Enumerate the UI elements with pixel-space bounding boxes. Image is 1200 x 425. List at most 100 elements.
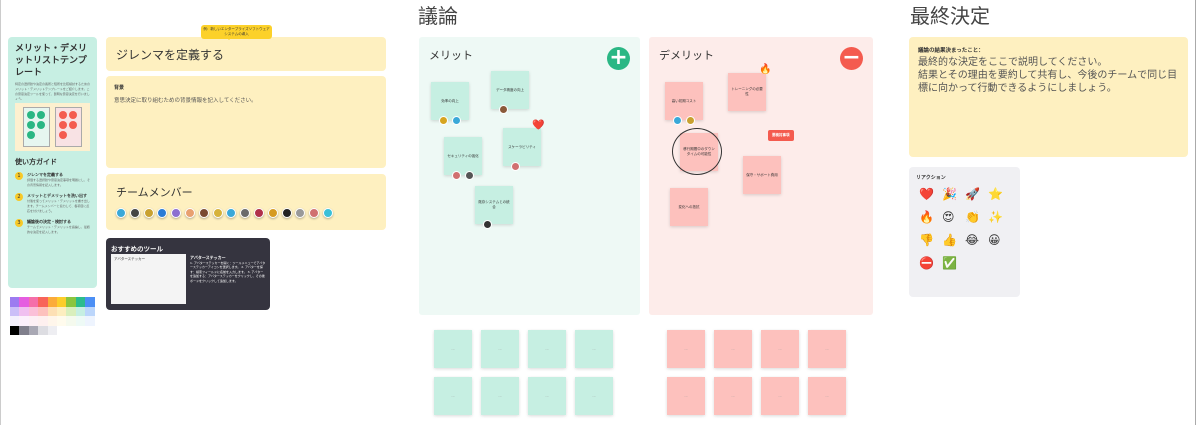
final-decision-card[interactable]: 議論の結果決まったこと：最終的な決定をここで説明してください。 結果とその理由を…	[909, 37, 1188, 157]
blank-sticky-note[interactable]: ...	[575, 330, 613, 368]
color-swatch[interactable]	[47, 316, 57, 326]
blank-sticky-note[interactable]: ...	[667, 330, 705, 368]
color-swatch[interactable]	[66, 316, 76, 326]
color-swatch[interactable]	[28, 316, 39, 326]
color-swatch[interactable]	[38, 325, 48, 335]
team-avatar[interactable]	[198, 208, 209, 218]
final-text[interactable]: 最終的な決定をここで説明してください。 結果とその理由を要約して共有し、今後のチ…	[918, 57, 1178, 94]
color-swatch[interactable]	[28, 297, 39, 307]
color-swatch[interactable]	[10, 297, 20, 307]
blank-sticky-note[interactable]: ...	[761, 330, 799, 368]
note-avatars	[499, 105, 508, 114]
demerit-sticky-note[interactable]: 保守・サポート費用	[743, 156, 781, 194]
team-avatar[interactable]	[322, 208, 333, 218]
reaction-emoji[interactable]: 👍	[942, 233, 957, 247]
reaction-emoji[interactable]: 🚀	[965, 187, 980, 201]
team-avatar[interactable]	[309, 208, 320, 218]
note-text: 高い初期コスト	[671, 98, 697, 103]
team-avatar[interactable]	[226, 208, 237, 218]
demerit-sticky-note[interactable]: トレーニングの必要性	[728, 73, 766, 111]
reactions-title: リアクション	[916, 175, 946, 181]
demerit-sticky-note[interactable]: 高い初期コスト	[665, 82, 703, 125]
comment-bubble[interactable]: 要検討事項	[768, 130, 794, 141]
color-swatch[interactable]	[19, 316, 29, 326]
color-swatch[interactable]	[28, 306, 39, 316]
merit-sticky-note[interactable]: データ精度の向上	[491, 71, 529, 114]
color-swatch[interactable]	[28, 325, 39, 335]
reaction-emoji[interactable]: 😍	[942, 210, 955, 224]
reaction-emoji[interactable]: ❤️	[919, 187, 934, 201]
color-swatch[interactable]	[75, 297, 86, 307]
blank-sticky-note[interactable]: ...	[575, 377, 613, 415]
blank-sticky-note[interactable]: ...	[667, 377, 705, 415]
color-swatch[interactable]	[75, 306, 86, 316]
color-palette[interactable]	[10, 297, 95, 335]
merit-sticky-note[interactable]: 既存システムとの統合	[475, 186, 513, 229]
color-swatch[interactable]	[85, 297, 95, 307]
reaction-emoji[interactable]: ⛔	[919, 256, 934, 270]
blank-sticky-note[interactable]: ...	[481, 330, 519, 368]
team-avatar[interactable]	[212, 208, 223, 218]
color-swatch[interactable]	[47, 306, 57, 316]
color-swatch[interactable]	[56, 306, 67, 316]
blank-sticky-note[interactable]: ...	[481, 377, 519, 415]
color-swatch[interactable]	[47, 297, 57, 307]
team-avatar[interactable]	[129, 208, 140, 218]
team-avatar[interactable]	[157, 208, 168, 218]
reaction-emoji[interactable]: 🎉	[942, 187, 957, 201]
team-avatar[interactable]	[171, 208, 182, 218]
color-swatch[interactable]	[56, 316, 67, 326]
team-avatar[interactable]	[240, 208, 251, 218]
reaction-emoji[interactable]: ✅	[942, 256, 957, 270]
reaction-emoji[interactable]: ✨	[988, 210, 1003, 224]
color-swatch[interactable]	[38, 306, 48, 316]
color-swatch[interactable]	[85, 306, 95, 316]
color-swatch[interactable]	[19, 306, 29, 316]
blank-sticky-note[interactable]: ...	[808, 377, 846, 415]
blank-sticky-note[interactable]: ...	[528, 330, 566, 368]
blank-sticky-note[interactable]: ...	[434, 330, 472, 368]
merit-sticky-note[interactable]: 効率の向上	[431, 82, 469, 125]
color-swatch[interactable]	[38, 316, 48, 326]
team-avatar[interactable]	[295, 208, 306, 218]
merit-sticky-note[interactable]: セキュリティの強化	[444, 137, 482, 180]
team-avatar[interactable]	[267, 208, 278, 218]
reaction-emoji[interactable]: 🔥	[919, 210, 934, 224]
blank-sticky-note[interactable]: ...	[761, 377, 799, 415]
color-swatch[interactable]	[38, 297, 48, 307]
background-text[interactable]: 意思決定に取り組むための背景情報を記入してください。	[114, 98, 257, 104]
color-swatch[interactable]	[56, 297, 67, 307]
color-swatch[interactable]	[10, 306, 20, 316]
reaction-emoji[interactable]: 👏	[965, 210, 980, 224]
team-avatar[interactable]	[184, 208, 195, 218]
reaction-emoji[interactable]: 👎	[919, 233, 934, 247]
color-swatch[interactable]	[66, 306, 76, 316]
reaction-emoji[interactable]: 😂	[965, 233, 980, 247]
blank-sticky-note[interactable]: ...	[808, 330, 846, 368]
avatar	[511, 162, 520, 171]
reaction-emoji[interactable]: 😀	[988, 233, 1001, 247]
color-swatch[interactable]	[19, 325, 29, 335]
blank-sticky-note[interactable]: ...	[714, 377, 752, 415]
team-avatar[interactable]	[253, 208, 264, 218]
demerit-sticky-note[interactable]: 変化への抵抗	[670, 188, 708, 226]
team-avatar[interactable]	[143, 208, 154, 218]
background-card[interactable]: 背景意思決定に取り組むための背景情報を記入してください。	[106, 76, 386, 168]
color-swatch[interactable]	[66, 297, 76, 307]
blank-sticky-note[interactable]: ...	[528, 377, 566, 415]
blank-sticky-note[interactable]: ...	[434, 377, 472, 415]
team-avatar[interactable]	[116, 208, 126, 218]
tool-screenshot: アバターステッカー	[111, 254, 186, 304]
team-avatar[interactable]	[281, 208, 292, 218]
color-swatch[interactable]	[10, 325, 20, 335]
dilemma-header[interactable]: ジレンマを定義する	[106, 37, 386, 71]
color-swatch[interactable]	[75, 316, 86, 326]
reaction-emoji[interactable]: ⭐	[988, 187, 1003, 201]
blank-sticky-note[interactable]: ...	[714, 330, 752, 368]
step-number: 1	[15, 172, 23, 180]
color-swatch[interactable]	[10, 316, 20, 326]
color-swatch[interactable]	[19, 297, 29, 307]
color-swatch[interactable]	[47, 325, 57, 335]
merit-sticky-note[interactable]: スケーラビリティ	[503, 128, 541, 171]
color-swatch[interactable]	[85, 316, 95, 326]
